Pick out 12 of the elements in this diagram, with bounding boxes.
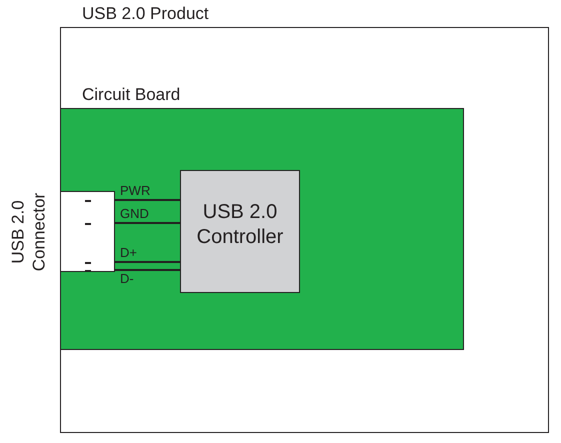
- signal-label: PWR: [120, 184, 150, 198]
- signal-line: [115, 199, 180, 201]
- signal-label: GND: [120, 207, 149, 221]
- connector-label: USB 2.0 Connector: [7, 192, 49, 274]
- signal-line: [115, 269, 180, 271]
- signal-label: D+: [120, 246, 137, 260]
- controller-label: USB 2.0 Controller: [196, 200, 284, 250]
- signal-label: D-: [120, 272, 134, 286]
- product-title: USB 2.0 Product: [82, 4, 209, 24]
- signal-line: [115, 261, 180, 263]
- board-title: Circuit Board: [82, 85, 180, 105]
- signal-line: [115, 222, 180, 224]
